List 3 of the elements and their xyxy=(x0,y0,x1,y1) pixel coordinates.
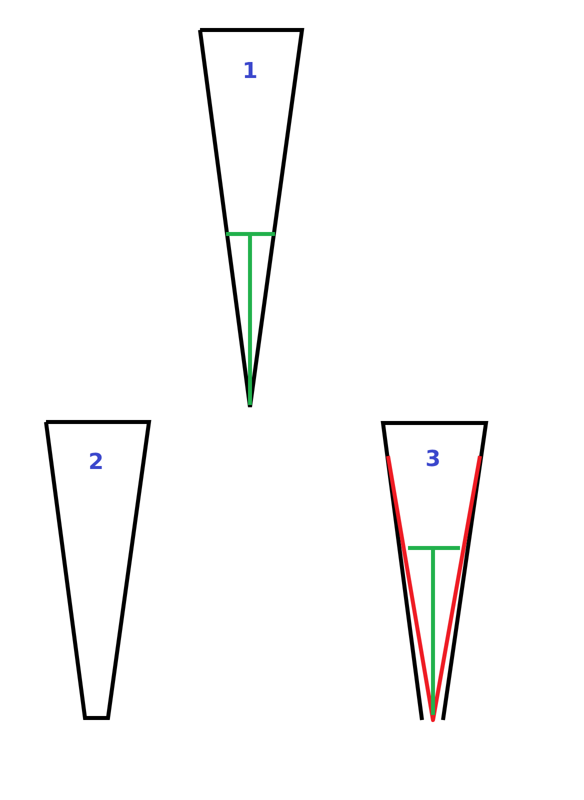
shape-number: 2 xyxy=(88,452,104,474)
shape-number: 3 xyxy=(425,449,441,471)
shape-number: 1 xyxy=(242,61,258,83)
